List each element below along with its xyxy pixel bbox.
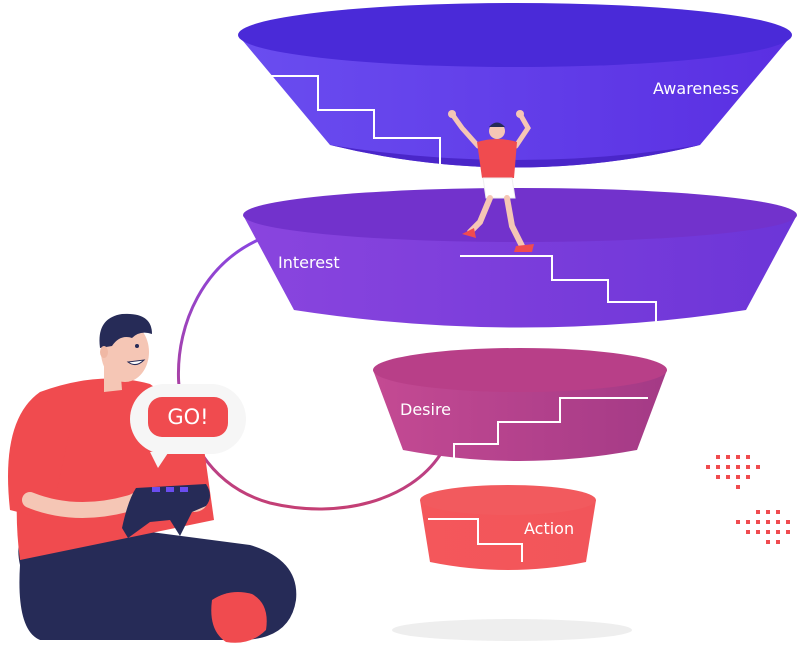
- stage-label-desire: Desire: [400, 400, 451, 419]
- climbing-person-icon: [448, 110, 534, 252]
- stairs-desire: [453, 397, 648, 468]
- dot-pattern-icon: [736, 510, 790, 544]
- funnel-stage-awareness: Awareness: [238, 3, 792, 178]
- person-with-gamepad-icon: [8, 313, 297, 643]
- stairs-interest: [460, 255, 657, 326]
- speech-bubble: GO!: [130, 384, 246, 468]
- funnel-stage-desire: Desire: [373, 348, 667, 468]
- gamepad-icon: [122, 484, 210, 538]
- connector-arc-icon: [176, 238, 442, 511]
- stage-label-awareness: Awareness: [653, 79, 739, 98]
- ground-shadow: [392, 619, 632, 641]
- funnel-stage-interest: Interest: [243, 188, 797, 328]
- speech-bubble-text: GO!: [167, 405, 208, 429]
- dot-pattern-icon: [706, 455, 760, 489]
- funnel-stage-action: Action: [420, 485, 596, 570]
- stairs-awareness: [258, 75, 441, 178]
- stage-label-action: Action: [524, 519, 574, 538]
- stairs-action: [428, 518, 523, 562]
- stage-label-interest: Interest: [278, 253, 340, 272]
